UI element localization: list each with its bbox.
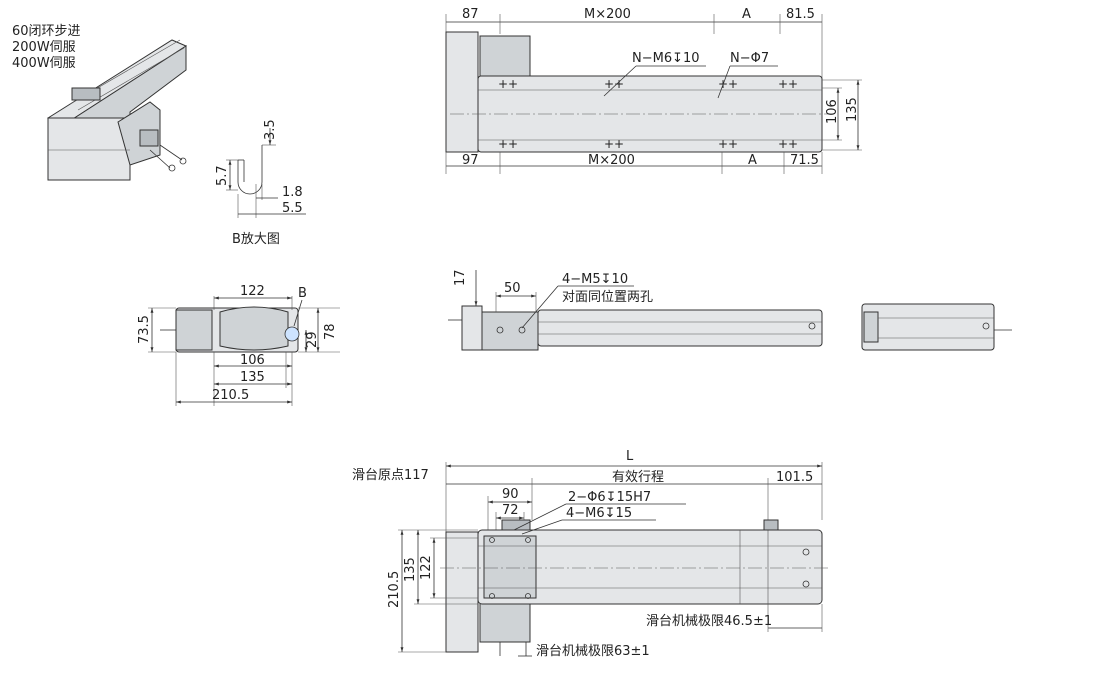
rear-end-view [861,303,1012,351]
bottom-callout-pins: 2−Φ6↧15H7 [568,490,651,505]
end-dim-w2: 135 [240,370,265,385]
top-callout-holes: N−M6↧10 [632,51,700,66]
end-dim-small: 29 [305,331,320,348]
side-dim-inner: 106 [825,99,840,124]
bottom-dim-w90: 90 [502,487,519,502]
svg-text:++: ++ [718,77,738,91]
bottom-dim-home: 滑台原点117 [352,468,429,483]
top-dim-pitch: M×200 [584,7,631,22]
end-dim-left: 73.5 [137,315,152,344]
svg-text:++: ++ [778,77,798,91]
bottom-dim-w72: 72 [502,503,519,518]
bottom-view: L 滑台原点117 有效行程 101.5 90 72 [352,449,830,659]
bottom-dim-h122: 122 [419,555,434,580]
bottom-dim-right: 101.5 [776,470,813,485]
top-callout-pins: N−Φ7 [730,51,769,66]
bottom-dim-a: A [748,153,757,168]
detail-b-dim-top: 3.5 [263,119,278,140]
motor-option: 200W伺服 [12,40,76,55]
svg-text:++: ++ [604,137,624,151]
detail-b-caption: B放大图 [232,232,280,247]
side-dim-spacing: 50 [504,281,521,296]
bottom-dim-h135: 135 [403,557,418,582]
top-dim-right: 81.5 [786,7,815,22]
svg-text:++: ++ [604,77,624,91]
bottom-dim-left: 97 [462,153,479,168]
motor-options-list: 60闭环步进 200W伺服 400W伺服 [12,24,81,72]
end-dim-top: 122 [240,284,265,299]
svg-text:++: ++ [498,137,518,151]
bottom-dim-total: L [626,449,634,464]
side-dim-height: 17 [453,269,468,286]
bottom-dim-h210: 210.5 [387,571,402,608]
side-view: 17 50 4−M5↧10 对面同位置两孔 [448,269,823,351]
end-dim-w1: 106 [240,353,265,368]
product-isometric-view [47,39,188,181]
detail-b-dim-outer: 5.5 [282,201,303,216]
top-dim-left: 87 [462,7,479,22]
motor-option: 400W伺服 [12,56,76,71]
detail-b-dim-height: 5.7 [215,165,230,186]
bottom-callout-holes: 4−M6↧15 [566,506,632,521]
side-callout-2: 对面同位置两孔 [562,290,653,305]
top-view: 87 M×200 A 81.5 ++ ++ ++ ++ ++ ++ ++ ++ N−M6… [445,7,862,174]
end-dim-right: 78 [323,323,338,340]
end-label-b: B [298,286,307,301]
side-callout-1: 4−M5↧10 [562,272,628,287]
detail-b-dim-inner: 1.8 [282,185,303,200]
svg-text:++: ++ [718,137,738,151]
bottom-dim-right: 71.5 [790,153,819,168]
motor-option: 60闭环步进 [12,24,81,39]
limit-left-label: 滑台机械极限63±1 [536,644,650,659]
bottom-dim-pitch: M×200 [588,153,635,168]
svg-text:++: ++ [498,77,518,91]
top-dim-a: A [742,7,751,22]
limit-right-label: 滑台机械极限46.5±1 [646,614,772,629]
bottom-dim-stroke: 有效行程 [612,470,664,485]
detail-b-view: 3.5 5.7 1.8 5.5 B放大图 [215,119,306,247]
side-dim-outer: 135 [845,97,860,122]
end-view: 122 B 73.5 78 29 106 135 210.5 [137,284,340,406]
end-dim-w3: 210.5 [212,388,249,403]
svg-text:++: ++ [778,137,798,151]
